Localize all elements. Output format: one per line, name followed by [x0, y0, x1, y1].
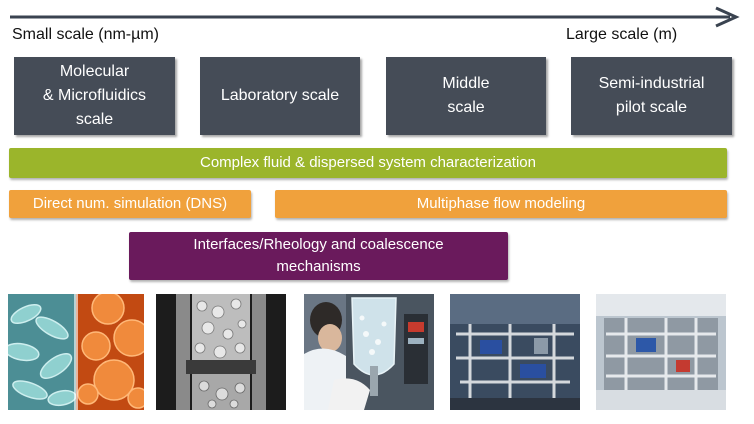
bar-direct-numerical-simulation: Direct num. simulation (DNS)	[9, 190, 251, 218]
stage-semi-industrial-pilot: Semi-industrial pilot scale	[571, 57, 732, 135]
large-scale-label: Large scale (m)	[566, 26, 678, 43]
stage-middle: Middle scale	[386, 57, 546, 135]
laboratory-experiment-photo	[304, 294, 434, 410]
bar-multiphase-flow-modeling: Multiphase flow modeling	[275, 190, 727, 218]
pilot-plant-photo	[596, 294, 726, 410]
middle-scale-rig-photo	[450, 294, 580, 410]
bar-interfaces-rheology: Interfaces/Rheology and coalescence mech…	[129, 232, 508, 280]
bubble-column-photo	[156, 294, 286, 410]
small-scale-label: Small scale (nm-µm)	[12, 26, 160, 43]
stage-molecular-microfluidics: Molecular & Microfluidics scale	[14, 57, 175, 135]
scale-arrow	[10, 6, 740, 28]
stage-laboratory: Laboratory scale	[200, 57, 360, 135]
bar-fluid-characterization: Complex fluid & dispersed system charact…	[9, 148, 727, 178]
microscopy-photo	[8, 294, 144, 410]
